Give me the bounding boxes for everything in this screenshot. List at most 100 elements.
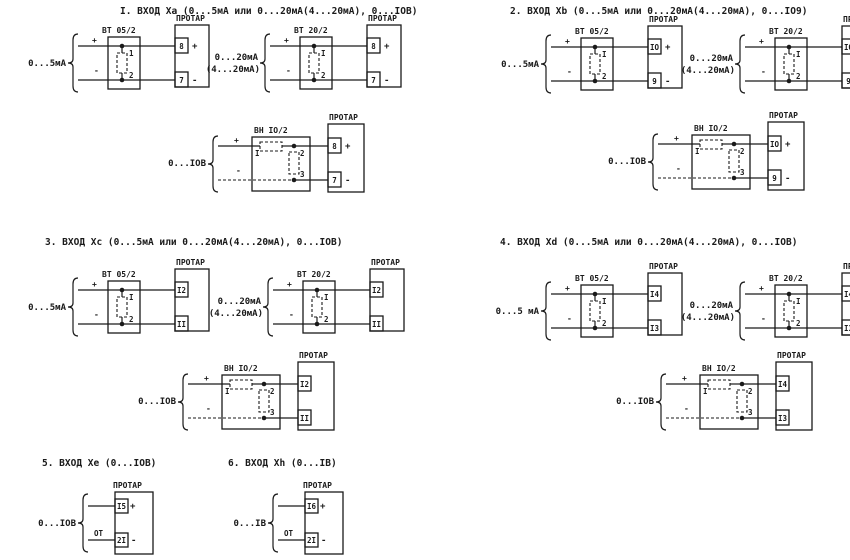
device-label: ПРОТАР (843, 262, 850, 271)
plus-sign: + (192, 42, 198, 52)
minus-sign: - (567, 314, 572, 323)
plus-sign: + (287, 280, 292, 289)
minus-sign: - (345, 176, 350, 186)
brace (67, 33, 79, 93)
divider-resistor-2 (258, 389, 270, 413)
minus-sign: - (131, 536, 136, 546)
terminal-minus-number: II (372, 320, 381, 329)
input-range-label-alt: (4...20мА) (209, 309, 263, 319)
device-label: ПРОТАР (769, 111, 798, 120)
terminal-minus-number: 2I (307, 536, 316, 545)
minus-sign: - (384, 76, 389, 86)
brace (540, 281, 552, 341)
minus-sign: - (567, 67, 572, 76)
terminal-minus (647, 319, 662, 336)
module-box (302, 280, 336, 334)
module-label: ВН IO/2 (694, 124, 728, 133)
input-range-label-alt: (4...20мА) (206, 65, 260, 75)
device-box (647, 272, 683, 336)
device-label: ПРОТАР (371, 258, 400, 267)
device-box (366, 24, 402, 88)
terminal-minus (841, 319, 850, 336)
terminal-plus-number: I6 (307, 502, 317, 511)
terminal-plus-number: IO (650, 43, 660, 52)
module-box (251, 136, 311, 192)
plus-sign: + (345, 142, 351, 152)
input-range-label-alt: (4...20мА) (681, 66, 735, 76)
pin-3-label: 3 (740, 168, 745, 177)
module-label: ВТ 05/2 (575, 274, 609, 283)
brace (177, 373, 189, 431)
terminal-plus (366, 37, 381, 54)
input-block-5: 5. ВХОД Xe (0...IOB)0...IOBОТПРОТАРI52I+… (38, 458, 156, 555)
device-label: ПРОТАР (843, 15, 850, 24)
pin-1-label: I (703, 387, 708, 396)
device-box (647, 25, 683, 89)
terminal-minus-number: II (300, 414, 309, 423)
pin-1-label: I (796, 297, 801, 306)
divider-resistor-2 (728, 149, 740, 173)
pin-1-label: 1 (129, 49, 134, 58)
module-label: ВТ 20/2 (769, 27, 803, 36)
minus-sign: - (94, 66, 99, 75)
shunt-resistor (783, 53, 795, 75)
plus-sign: + (284, 36, 289, 45)
block-title: 4. ВХОД Xd (0...5мА или 0...20мА(4...20м… (500, 237, 797, 248)
terminal-plus-number: I4 (650, 290, 660, 299)
device-label: ПРОТАР (368, 14, 397, 23)
device-box (304, 491, 344, 555)
block-title: 3. ВХОД Xc (0...5мА или 0...20мА(4...20м… (45, 237, 342, 248)
device-label: ПРОТАР (303, 481, 332, 490)
plus-sign: + (682, 374, 687, 383)
shunt-resistor (783, 300, 795, 322)
pin-1-label: I (255, 149, 260, 158)
terminal-minus (304, 532, 319, 548)
pin-2-label: 2 (796, 72, 801, 81)
terminal-minus-number: 7 (332, 176, 337, 185)
terminal-plus-number: I4 (844, 290, 850, 299)
module-box (221, 374, 281, 430)
divider-resistor-1 (229, 379, 253, 390)
pin-1-label: I (324, 293, 329, 302)
minus-sign: - (289, 310, 294, 319)
input-block-2: 2. ВХОД Xb (0...5мА или 0...20мА(4...20м… (501, 6, 850, 191)
input-range-label: 0...20мА (218, 297, 262, 307)
module-box (774, 37, 808, 91)
module-box (299, 36, 333, 90)
pin-2-label: 2 (129, 71, 134, 80)
divider-resistor-1 (259, 141, 283, 152)
device-label: ПРОТАР (777, 351, 806, 360)
brace (67, 277, 79, 337)
device-box (297, 361, 335, 431)
plus-sign: + (565, 284, 570, 293)
minus-sign: - (785, 174, 790, 184)
plus-sign: + (92, 280, 97, 289)
module-label: ВН IO/2 (702, 364, 736, 373)
shunt-resistor (116, 52, 128, 74)
terminal-plus (174, 37, 189, 54)
terminal-minus (647, 72, 662, 89)
input-range-label: 0...5мА (501, 60, 540, 70)
divider-resistor-2 (288, 151, 300, 175)
plus-sign: + (384, 42, 390, 52)
pin-2-label: 2 (270, 387, 275, 396)
module-box (107, 36, 141, 90)
input-range-label: 0...IOB (38, 519, 77, 529)
pin-2-label: 2 (602, 319, 607, 328)
device-box (174, 24, 210, 88)
pin-1-label: I (796, 50, 801, 59)
terminal-plus (304, 498, 319, 514)
terminal-minus (297, 409, 312, 426)
brace (734, 34, 746, 94)
input-range-label: 0...5мА (28, 59, 67, 69)
pin-3-label: 3 (748, 408, 753, 417)
pin-1-label: I (225, 387, 230, 396)
pin-2-label: 2 (796, 319, 801, 328)
input-range-label: 0...IB (233, 519, 266, 529)
plus-sign: + (92, 36, 97, 45)
terminal-plus (297, 375, 312, 392)
